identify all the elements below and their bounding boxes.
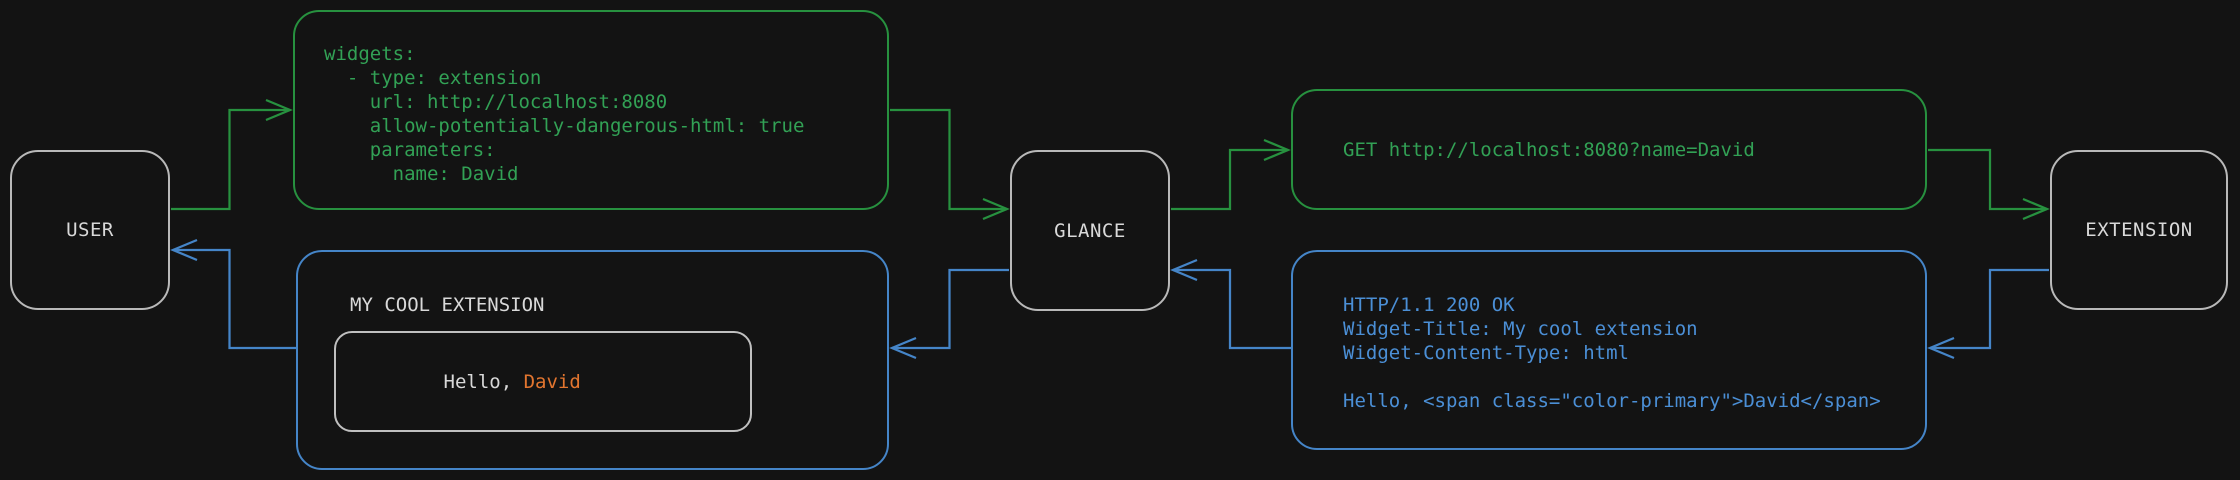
widget-greeting-name: David [523,370,581,393]
widget-greeting: Hello, David [336,349,581,415]
widget-preview-box: MY COOL EXTENSION Hello, David [296,250,889,470]
glance-node: GLANCE [1010,150,1170,311]
extension-node-label: EXTENSION [2085,219,2193,241]
widget-preview-title: MY COOL EXTENSION [350,294,545,316]
arrow-user-to-config [171,98,293,211]
arrow-extension-to-response [1927,268,2049,360]
config-yaml-code: widgets: - type: extension url: http://l… [324,43,805,185]
arrow-glance-to-widget [889,268,1009,360]
user-node: USER [10,150,170,310]
response-box: HTTP/1.1 200 OK Widget-Title: My cool ex… [1291,250,1927,450]
request-line: GET http://localhost:8080?name=David [1343,138,1755,161]
widget-inner-box: Hello, David [334,331,752,432]
request-box: GET http://localhost:8080?name=David [1291,89,1927,210]
glance-node-label: GLANCE [1054,219,1126,242]
arrow-config-to-glance [890,108,1010,221]
arrow-widget-to-user [170,238,297,350]
config-yaml-box: widgets: - type: extension url: http://l… [293,10,889,210]
extension-node: EXTENSION [2050,150,2228,310]
user-node-label: USER [66,219,114,241]
response-code: HTTP/1.1 200 OK Widget-Title: My cool ex… [1343,294,1881,412]
arrow-glance-to-request [1171,138,1291,211]
widget-greeting-prefix: Hello, [443,370,524,393]
arrow-response-to-glance [1170,258,1292,350]
arrow-request-to-extension [1928,148,2050,221]
